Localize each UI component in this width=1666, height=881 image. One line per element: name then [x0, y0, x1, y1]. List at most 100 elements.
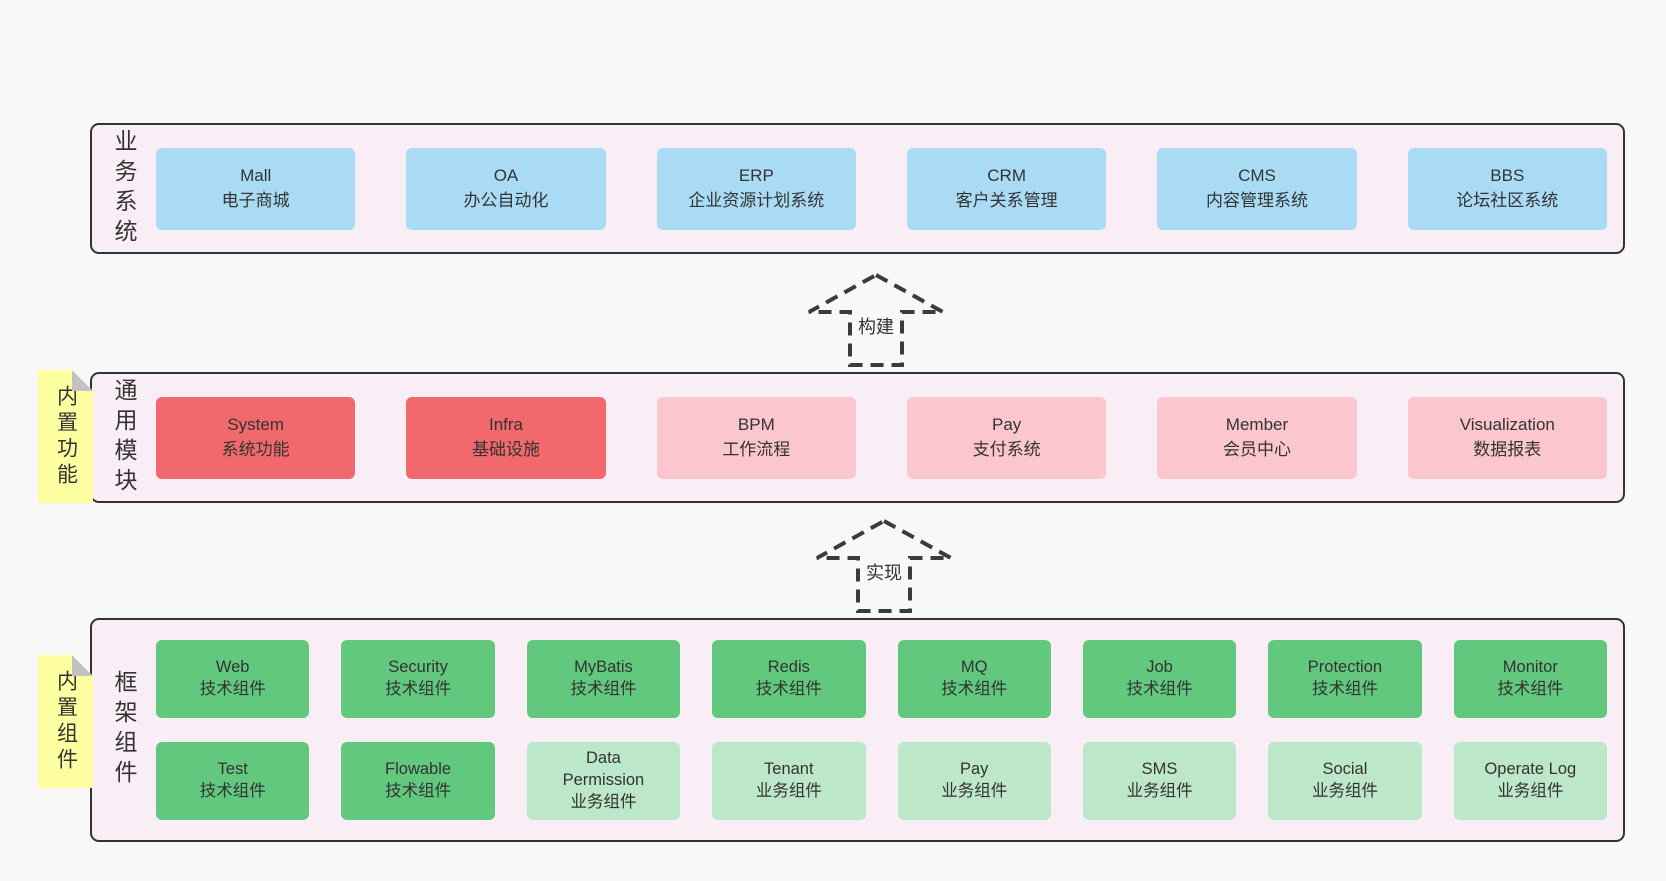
box-title: Visualization — [1459, 414, 1555, 434]
box-title: SMS — [1141, 760, 1178, 779]
box-title: Flowable — [385, 760, 452, 779]
security-box: Security 技术组件 — [341, 640, 495, 718]
erp-box: ERP 企业资源计划系统 — [656, 147, 856, 230]
box-title: CRM — [987, 165, 1026, 185]
visualization-box: Visualization 数据报表 — [1407, 396, 1607, 479]
builtin-components-note: 内置组件 — [38, 655, 93, 788]
common-modules-row: System 系统功能 Infra 基础设施 BPM 工作流程 Pay 支付系统 Member 会… — [156, 374, 1623, 501]
box-title: Social — [1322, 760, 1368, 779]
box-title: Mall — [240, 165, 272, 185]
box-title: MQ — [960, 658, 988, 677]
infra-box: Infra 基础设施 — [406, 396, 606, 479]
box-title: Infra — [488, 414, 523, 434]
box-title: Pay — [959, 760, 989, 779]
mq-box: MQ 技术组件 — [897, 640, 1051, 718]
box-title: MyBatis — [574, 658, 633, 677]
protection-box: Protection 技术组件 — [1268, 640, 1422, 718]
box-subtitle: 工作流程 — [722, 439, 791, 459]
box-title: Tenant — [764, 760, 814, 779]
web-box: Web 技术组件 — [156, 640, 310, 718]
builtin-features-note: 内置功能 — [38, 370, 93, 503]
box-title: System — [227, 414, 284, 434]
sms-box: SMS 业务组件 — [1082, 742, 1237, 820]
box-title: Data Permission — [562, 749, 645, 790]
builtin-components-note-label: 内置组件 — [54, 669, 78, 774]
builtin-features-note-label: 内置功能 — [54, 384, 78, 489]
box-subtitle: 技术组件 — [941, 680, 1008, 698]
box-subtitle: 基础设施 — [471, 439, 540, 459]
cms-box: CMS 内容管理系统 — [1157, 147, 1357, 230]
test-box: Test 技术组件 — [156, 742, 310, 820]
layer-label-framework-components: 框架组件 — [111, 670, 137, 790]
job-box: Job 技术组件 — [1082, 640, 1237, 718]
box-subtitle: 业务组件 — [1126, 782, 1193, 800]
box-subtitle: 技术组件 — [1311, 680, 1378, 698]
box-title: Web — [215, 658, 250, 677]
box-subtitle: 技术组件 — [1126, 680, 1193, 698]
pay-box: Pay 业务组件 — [897, 742, 1051, 820]
box-title: Test — [217, 760, 248, 779]
box-title: BBS — [1490, 165, 1525, 185]
box-subtitle: 系统功能 — [221, 439, 290, 459]
dashed-up-arrow-icon — [816, 518, 952, 613]
box-subtitle: 论坛社区系统 — [1456, 190, 1559, 210]
box-title: Protection — [1307, 658, 1383, 677]
box-subtitle: 支付系统 — [972, 439, 1041, 459]
member-box: Member 会员中心 — [1157, 396, 1357, 479]
common-modules-layer: 通用模块 System 系统功能 Infra 基础设施 BPM 工作流程 Pay 支付系统 Me… — [90, 372, 1625, 503]
pay-box: Pay 支付系统 — [906, 396, 1107, 479]
operate-log-box: Operate Log 业务组件 — [1453, 742, 1607, 820]
box-title: Security — [388, 658, 448, 677]
bbs-box: BBS 论坛社区系统 — [1407, 147, 1607, 230]
box-title: OA — [493, 165, 519, 185]
box-subtitle: 技术组件 — [570, 680, 637, 698]
crm-box: CRM 客户关系管理 — [906, 147, 1107, 230]
box-subtitle: 技术组件 — [199, 680, 266, 698]
box-subtitle: 技术组件 — [755, 680, 822, 698]
layer-label-common-modules: 通用模块 — [111, 377, 137, 498]
box-subtitle: 技术组件 — [385, 782, 452, 800]
flowable-box: Flowable 技术组件 — [341, 742, 495, 820]
system-box: System 系统功能 — [156, 396, 356, 479]
box-subtitle: 客户关系管理 — [955, 190, 1058, 210]
box-subtitle: 技术组件 — [1497, 680, 1564, 698]
box-subtitle: 业务组件 — [1497, 782, 1564, 800]
box-subtitle: 业务组件 — [570, 792, 637, 811]
box-title: Operate Log — [1484, 760, 1577, 779]
redis-box: Redis 技术组件 — [712, 640, 866, 718]
build-arrow-label: 构建 — [856, 313, 896, 339]
box-subtitle: 业务组件 — [755, 782, 822, 800]
box-subtitle: 业务组件 — [1311, 782, 1378, 800]
box-title: BPM — [737, 414, 775, 434]
box-subtitle: 技术组件 — [385, 680, 452, 698]
social-box: Social 业务组件 — [1268, 742, 1422, 820]
dashed-up-arrow-icon — [808, 272, 944, 367]
mybatis-box: MyBatis 技术组件 — [526, 640, 681, 718]
box-subtitle: 技术组件 — [199, 782, 266, 800]
box-subtitle: 内容管理系统 — [1205, 190, 1308, 210]
box-title: Pay — [992, 414, 1022, 434]
box-subtitle: 数据报表 — [1473, 439, 1542, 459]
build-arrow: 构建 — [806, 272, 946, 368]
box-title: Redis — [767, 658, 810, 677]
box-subtitle: 企业资源计划系统 — [688, 190, 825, 210]
layer-label-business-systems: 业务系统 — [111, 128, 137, 249]
box-title: ERP — [738, 165, 774, 185]
box-title: Job — [1146, 658, 1173, 677]
box-title: Member — [1225, 414, 1289, 434]
box-subtitle: 业务组件 — [941, 782, 1008, 800]
box-title: CMS — [1238, 165, 1276, 185]
implement-arrow-label: 实现 — [864, 559, 904, 585]
implement-arrow: 实现 — [814, 518, 954, 614]
box-subtitle: 会员中心 — [1222, 439, 1291, 459]
tenant-box: Tenant 业务组件 — [712, 742, 866, 820]
